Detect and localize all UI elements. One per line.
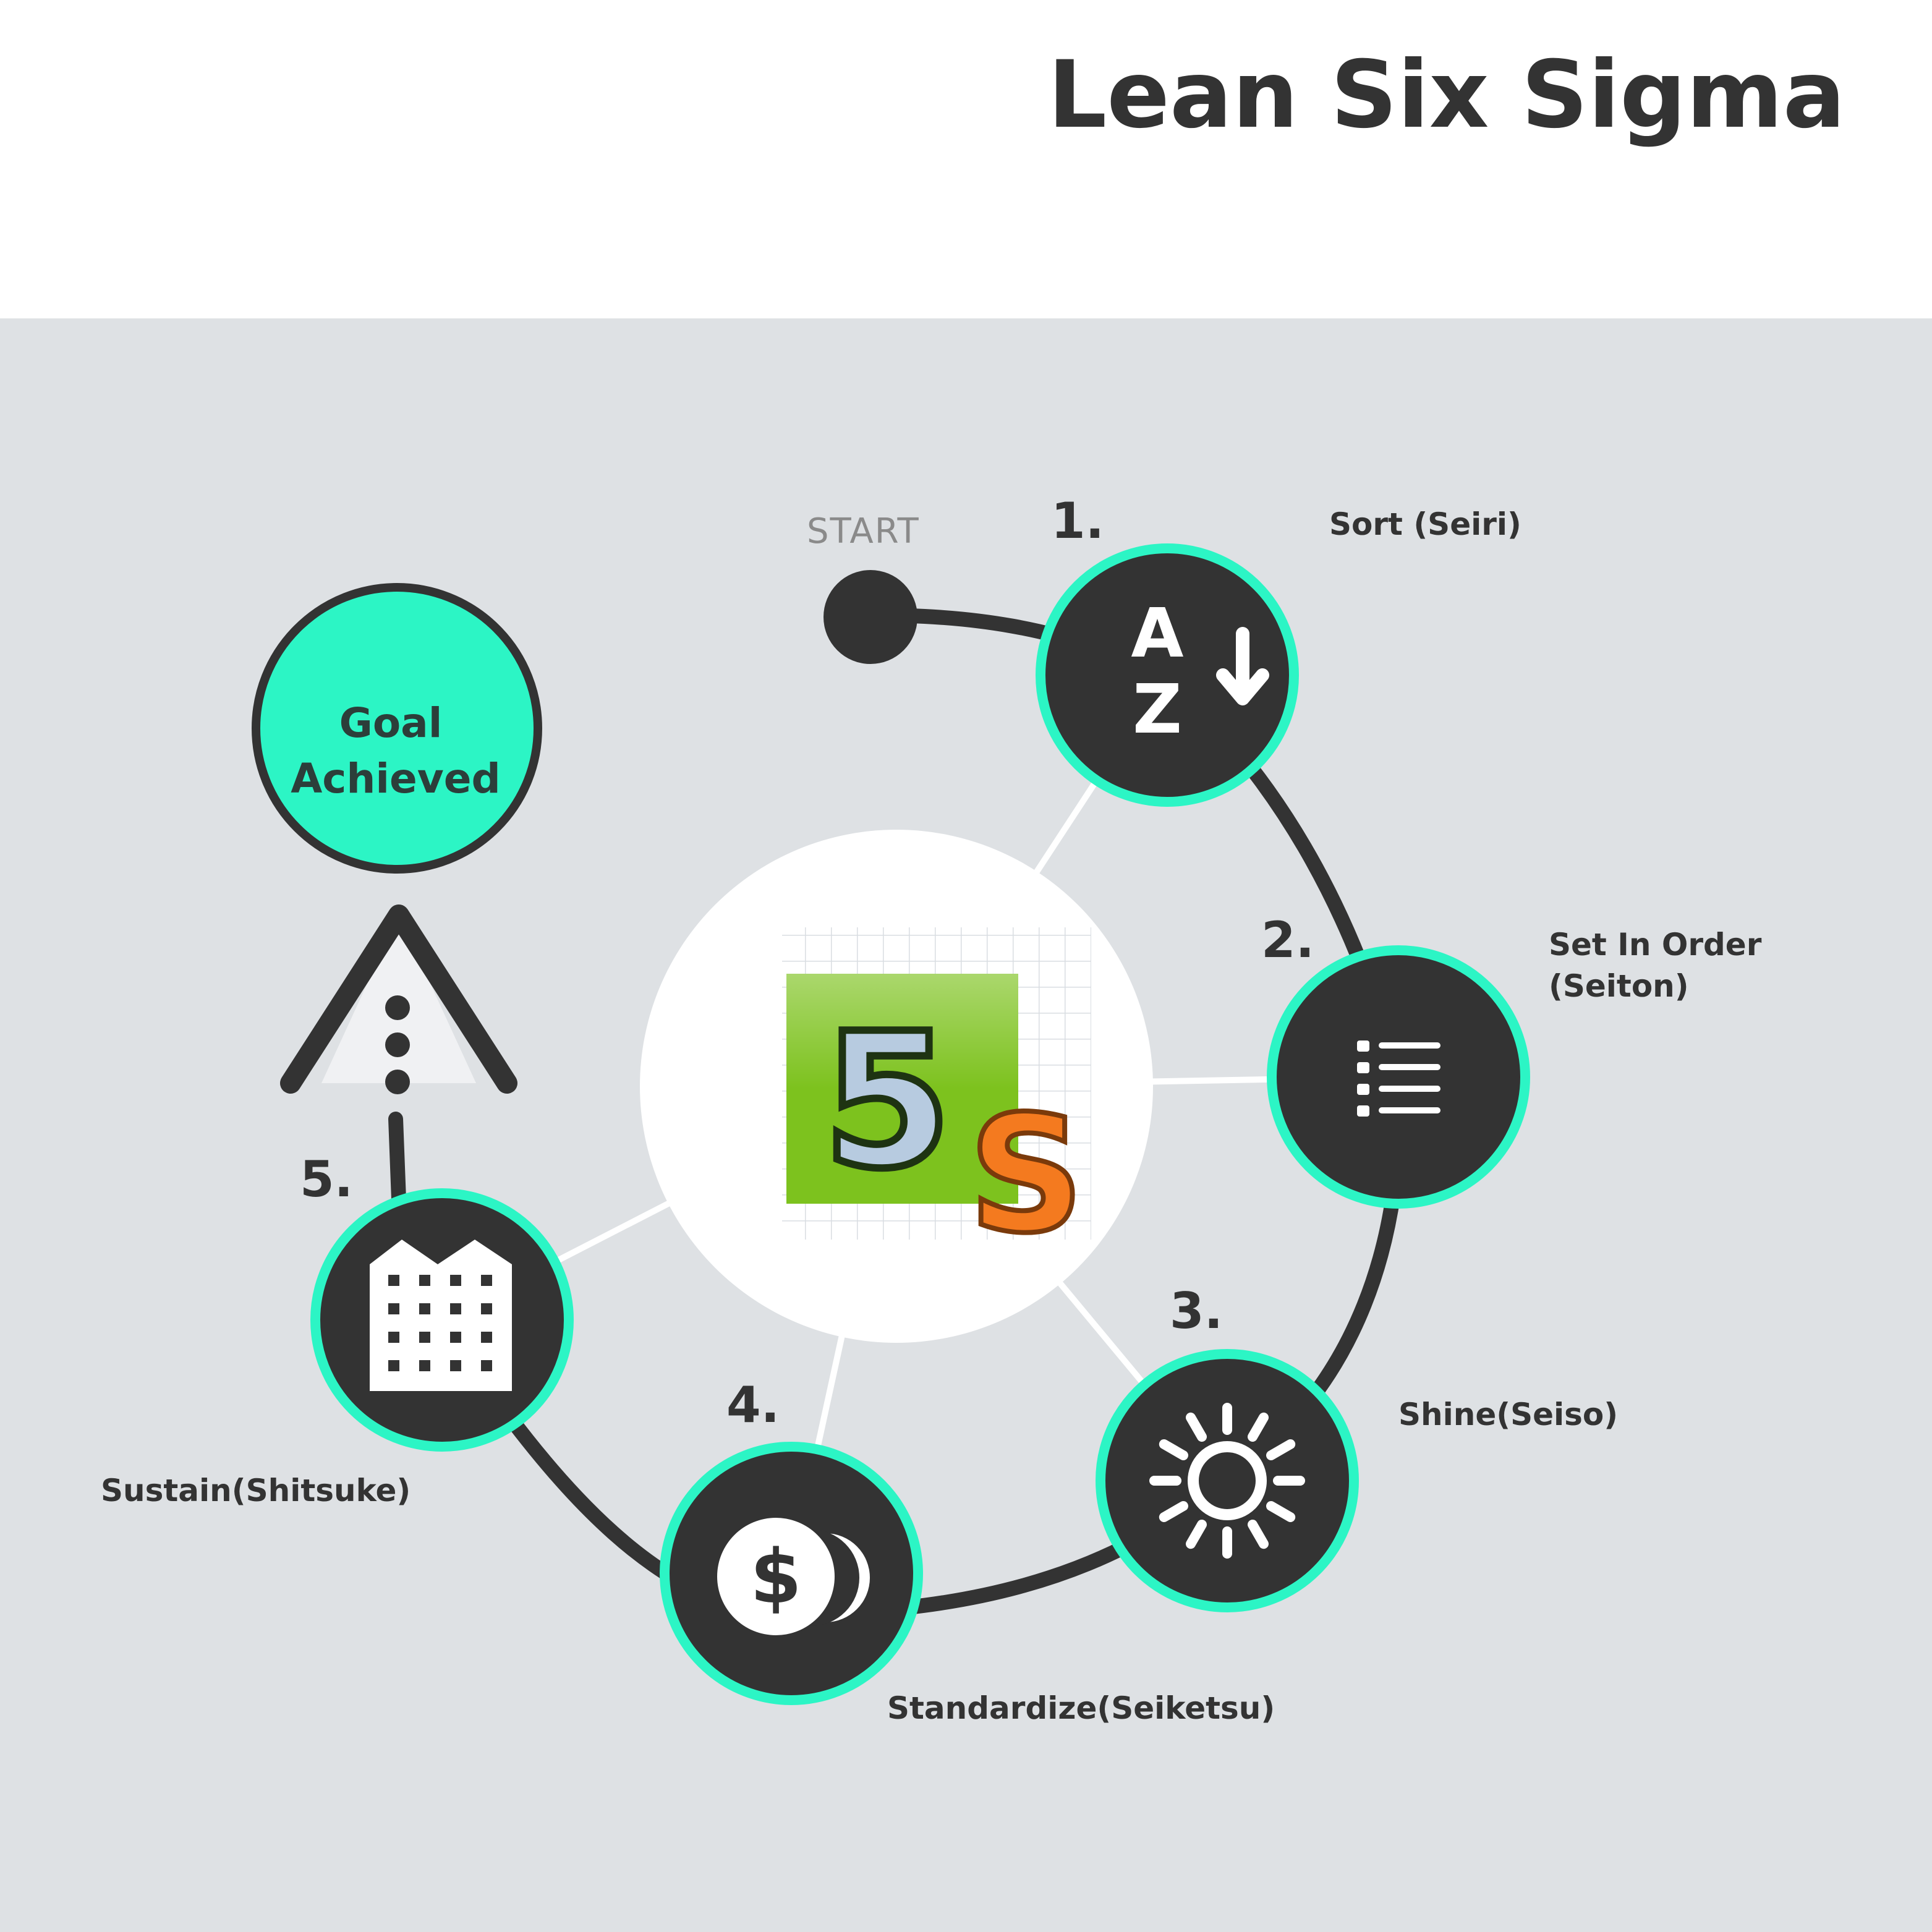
step-1-label: Sort (Seiri) xyxy=(1329,506,1521,542)
step-2-label-line2: (Seiton) xyxy=(1549,968,1689,1004)
step-5-label: Sustain(Shitsuke) xyxy=(101,1473,411,1509)
start-label: START xyxy=(807,511,920,551)
step-2: 2. Set In Order (Seiton) xyxy=(1261,911,1762,1209)
goal-arrow xyxy=(280,904,517,1094)
coins-icon: $ xyxy=(717,1518,870,1635)
page-title: Lean Six Sigma xyxy=(1048,41,1845,149)
step-4: $ 4. Standardize(Seiketsu) xyxy=(660,1376,1275,1726)
svg-text:$: $ xyxy=(750,1534,802,1620)
step-4-number: 4. xyxy=(726,1376,780,1434)
svg-text:A: A xyxy=(1131,594,1183,673)
step-3-number: 3. xyxy=(1170,1282,1223,1340)
logo-s: S xyxy=(968,1082,1084,1269)
five-s-logo: 5 S xyxy=(782,927,1091,1271)
step-2-label-line1: Set In Order xyxy=(1549,927,1762,963)
sun-icon xyxy=(1149,1403,1305,1559)
step-3: 3. Shine(Seiso) xyxy=(1096,1282,1618,1612)
logo-five: 5 xyxy=(823,994,952,1209)
sort-az-icon: A Z xyxy=(1131,594,1269,749)
step-5: 5. Sustain(Shitsuke) xyxy=(101,1151,574,1509)
goal-circle xyxy=(252,583,542,874)
step-5-number: 5. xyxy=(300,1151,353,1208)
step-2-circle xyxy=(1267,945,1530,1209)
header-background xyxy=(0,0,1932,318)
svg-text:Z: Z xyxy=(1133,670,1182,749)
list-icon xyxy=(1357,1040,1440,1117)
goal-line2: Achieved xyxy=(291,755,501,802)
step-4-label: Standardize(Seiketsu) xyxy=(887,1690,1275,1726)
start-dot xyxy=(823,570,917,664)
step-1: A Z 1. Sort (Seiri) xyxy=(1036,492,1521,807)
step-3-circle xyxy=(1096,1349,1359,1612)
step-1-number: 1. xyxy=(1051,492,1104,550)
step-3-label: Shine(Seiso) xyxy=(1398,1397,1618,1432)
step-1-circle xyxy=(1036,543,1299,807)
building-icon xyxy=(370,1240,512,1391)
goal-achieved: Goal Achieved xyxy=(252,583,542,874)
step-2-number: 2. xyxy=(1261,911,1314,969)
goal-line1: Goal xyxy=(339,699,443,747)
